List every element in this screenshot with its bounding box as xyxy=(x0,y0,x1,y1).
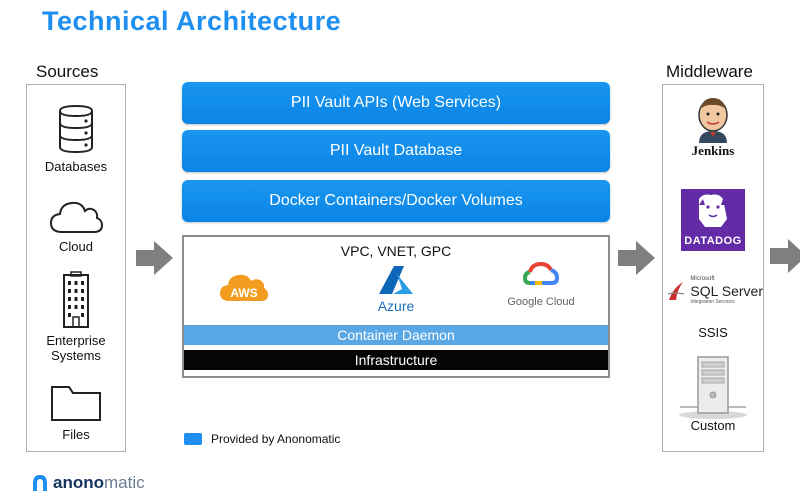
source-item-enterprise-systems: Enterprise Systems xyxy=(27,271,125,363)
source-label-databases: Databases xyxy=(44,159,108,174)
page-title: Technical Architecture xyxy=(42,6,342,36)
google-cloud-logo: Google Cloud xyxy=(506,261,576,308)
legend-swatch xyxy=(184,433,202,445)
jenkins-label: Jenkins xyxy=(691,143,735,158)
middleware-item-jenkins: Jenkins xyxy=(663,95,763,159)
aws-logo-icon: AWS xyxy=(220,274,268,301)
docker-containers-bar: Docker Containers/Docker Volumes xyxy=(182,180,610,222)
sql-server-logo: Microsoft SQL Server Integration Service… xyxy=(663,275,763,307)
microsoft-label: Microsoft xyxy=(690,276,715,282)
jenkins-logo-icon xyxy=(698,98,728,143)
folder-icon xyxy=(51,386,101,421)
legend-label: Provided by Anonomatic xyxy=(211,432,341,446)
cloud-icon xyxy=(49,201,104,233)
sources-to-stack-arrow-icon xyxy=(136,241,173,275)
azure-logo-text: Azure xyxy=(377,298,415,314)
infrastructure-bar: Infrastructure xyxy=(184,350,608,370)
integration-services-label: Integration Services xyxy=(690,299,735,305)
google-cloud-logo-icon xyxy=(522,261,559,285)
brand-name-light: matic xyxy=(104,473,145,492)
container-daemon-bar: Container Daemon xyxy=(184,325,608,345)
azure-logo: Azure xyxy=(370,265,422,314)
server-icon xyxy=(679,356,747,419)
stack-to-middleware-arrow-icon xyxy=(618,241,655,275)
azure-logo-icon xyxy=(379,266,413,294)
source-label-cloud: Cloud xyxy=(59,239,93,254)
middleware-item-sql-server: Microsoft SQL Server Integration Service… xyxy=(663,275,763,307)
brand-name-bold: anono xyxy=(53,473,104,492)
datadog-logo-icon xyxy=(699,194,727,227)
middleware-panel: Jenkins DATADOG Microsoft SQL Server xyxy=(662,84,764,452)
anonomatic-logo-icon xyxy=(33,475,47,491)
middleware-item-ssis: SSIS xyxy=(698,325,728,340)
custom-label: Custom xyxy=(690,418,736,433)
legend: Provided by Anonomatic xyxy=(184,432,340,446)
aws-logo: AWS xyxy=(218,267,270,312)
middleware-item-datadog: DATADOG xyxy=(663,189,763,251)
source-item-cloud: Cloud xyxy=(27,199,125,254)
middleware-item-custom: Custom xyxy=(663,355,763,433)
source-item-files: Files xyxy=(27,383,125,442)
middleware-label: Middleware xyxy=(666,62,753,81)
source-label-files: Files xyxy=(62,427,90,442)
pii-vault-apis-bar: PII Vault APIs (Web Services) xyxy=(182,82,610,124)
datadog-label: DATADOG xyxy=(684,235,742,247)
aws-logo-text: AWS xyxy=(230,286,257,300)
cloud-platform-box: VPC, VNET, GPC AWS Azure Google Cloud Co… xyxy=(182,235,610,378)
sources-label: Sources xyxy=(36,62,99,81)
source-item-databases: Databases xyxy=(27,103,125,174)
sql-server-label: SQL Server xyxy=(690,283,763,299)
sources-panel: Databases Cloud Enterprise Systems Files xyxy=(26,84,126,452)
building-icon xyxy=(63,271,89,328)
pii-vault-database-bar: PII Vault Database xyxy=(182,130,610,172)
middleware-outbound-arrow-icon xyxy=(770,239,800,273)
source-label-enterprise-systems: Enterprise Systems xyxy=(46,333,106,363)
database-icon xyxy=(59,104,93,154)
google-cloud-logo-text: Google Cloud xyxy=(507,296,575,308)
vpc-vnet-gpc-label: VPC, VNET, GPC xyxy=(340,243,452,259)
sql-server-logo-icon xyxy=(668,282,685,300)
datadog-logo: DATADOG xyxy=(681,189,745,251)
